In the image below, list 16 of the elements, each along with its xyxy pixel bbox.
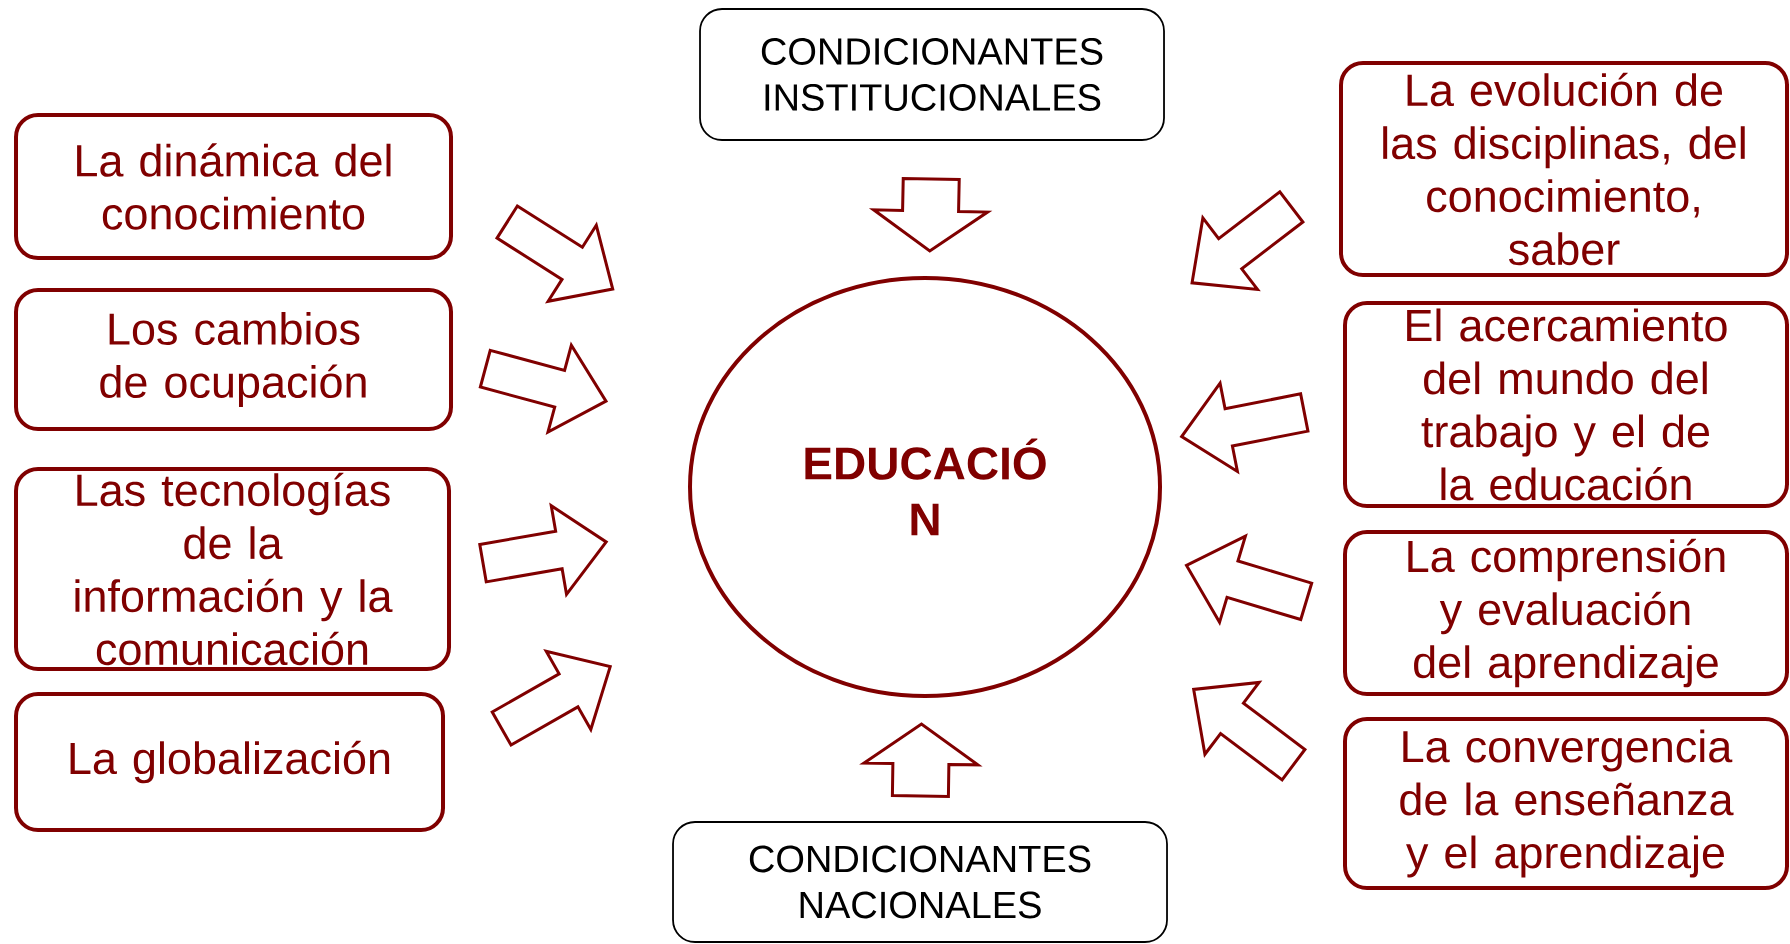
block-arrow [1179, 379, 1310, 475]
text-box: CONDICIONANTES INSTITUCIONALES [699, 8, 1165, 141]
text-box: La evolución de las disciplinas, del conocimiento, saber [1339, 61, 1789, 277]
block-arrow [478, 502, 609, 599]
block-arrow [868, 176, 993, 253]
text-box: Los cambios de ocupación [14, 288, 453, 431]
text-box: La globalización [14, 692, 445, 832]
text-box: Las tecnologías de la información y la comunicación [14, 467, 451, 671]
block-arrow [478, 341, 609, 436]
block-arrow [1184, 533, 1314, 627]
text-box: La comprensión y evaluación del aprendizaje [1343, 530, 1789, 696]
text-box: La convergencia de la enseñanza y el aprendizaje [1343, 717, 1789, 890]
block-arrow [859, 722, 983, 798]
text-box: CONDICIONANTES NACIONALES [672, 821, 1168, 943]
text-box: La dinámica del conocimiento [14, 113, 453, 260]
text-box: El acercamiento del mundo del trabajo y el de la educación [1343, 301, 1789, 508]
